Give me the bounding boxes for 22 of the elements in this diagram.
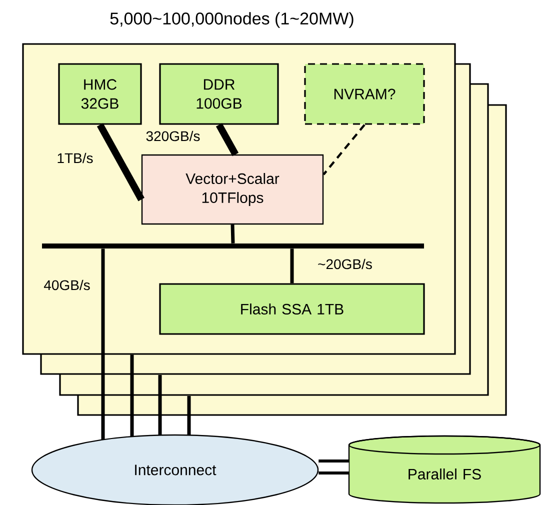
connector-line bbox=[216, 123, 239, 156]
memory-box: Flash SSA 1TB bbox=[159, 283, 425, 335]
connector-line bbox=[322, 124, 366, 176]
edge-label: ~20GB/s bbox=[316, 258, 374, 270]
connector-line bbox=[130, 354, 134, 437]
connector-line bbox=[290, 248, 294, 284]
memory-box: HMC 32GB bbox=[58, 63, 142, 125]
storage-cylinder: Parallel FS bbox=[348, 435, 541, 504]
connector-line bbox=[230, 224, 235, 244]
title: 5,000~100,000nodes (1~20MW) bbox=[110, 12, 354, 28]
edge-label: 1TB/s bbox=[56, 152, 94, 164]
connector-line bbox=[96, 123, 144, 202]
connector-line bbox=[318, 460, 349, 474]
bus-bar bbox=[42, 244, 424, 248]
memory-box: NVRAM? bbox=[304, 63, 425, 125]
connector-line bbox=[101, 248, 105, 440]
edge-label: 320GB/s bbox=[144, 130, 202, 142]
connector-line bbox=[187, 396, 191, 436]
connector-line bbox=[158, 375, 162, 436]
memory-box: DDR 100GB bbox=[159, 63, 279, 125]
edge-label: 40GB/s bbox=[42, 278, 92, 292]
processor-box: Vector+Scalar 10TFlops bbox=[141, 154, 324, 225]
